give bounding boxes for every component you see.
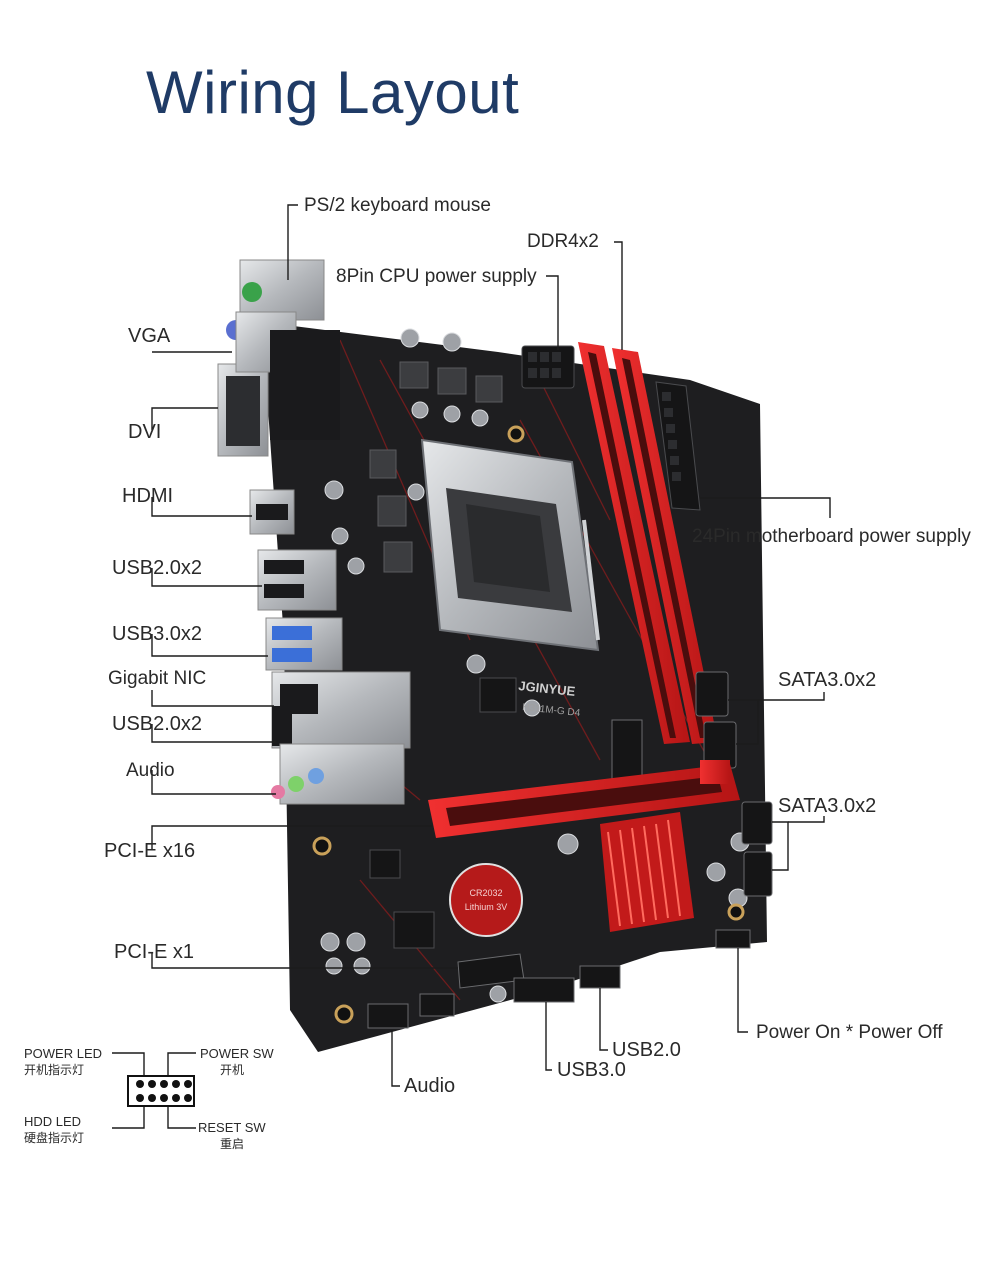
sata-connectors (695, 671, 773, 897)
cmos-battery: CR2032 Lithium 3V (449, 863, 523, 937)
vrm-chokes (369, 361, 503, 573)
label-power-sw-cn: 开机 (220, 1063, 244, 1077)
label-pcie1: PCI-E x1 (114, 941, 194, 963)
label-vga: VGA (128, 325, 171, 347)
chipset-heatsink (600, 812, 694, 932)
label-reset-sw-cn: 重启 (220, 1137, 244, 1151)
board-brand: JGINYUE (518, 678, 577, 699)
ic-chips (369, 677, 517, 949)
ddr4-slots (578, 342, 718, 744)
cpu-8pin-connector (521, 345, 575, 389)
front-panel-pinout: POWER LED 开机指示灯 POWER SW 开机 HDD LED 硬盘指示… (24, 1046, 274, 1151)
bottom-headers (367, 929, 751, 1029)
label-atx24: 24Pin motherboard power supply (692, 526, 971, 547)
rear-io (217, 259, 411, 805)
diagram-title: Wiring Layout (146, 59, 520, 126)
label-reset-sw: RESET SW (198, 1120, 266, 1135)
label-power-onoff: Power On * Power Off (756, 1022, 943, 1043)
label-pcie16: PCI-E x16 (104, 840, 195, 862)
battery-text-1: CR2032 (469, 888, 502, 898)
label-usb30-header: USB3.0 (557, 1059, 626, 1081)
label-nic: Gigabit NIC (108, 668, 206, 689)
motherboard: CR2032 Lithium 3V JGINYUE H311M-G D4 (217, 259, 773, 1052)
cpu-socket (420, 438, 600, 652)
label-usb20-header: USB2.0 (612, 1039, 681, 1061)
label-ps2: PS/2 keyboard mouse (304, 195, 491, 216)
label-hdmi: HDMI (122, 485, 173, 507)
label-power-led-cn: 开机指示灯 (24, 1062, 84, 1077)
label-sata-b: SATA3.0x2 (778, 795, 876, 817)
label-power-sw: POWER SW (200, 1046, 274, 1061)
label-usb30: USB3.0x2 (112, 623, 202, 645)
header-pins (136, 1080, 192, 1102)
label-usb20-b: USB2.0x2 (112, 713, 202, 735)
label-power-led: POWER LED (24, 1046, 102, 1061)
label-cpu-power: 8Pin CPU power supply (336, 266, 537, 287)
label-sata-a: SATA3.0x2 (778, 669, 876, 691)
leader-lines (151, 204, 831, 1087)
battery-text-2: Lithium 3V (465, 902, 508, 912)
mounting-holes (312, 425, 745, 1024)
label-usb20-a: USB2.0x2 (112, 557, 202, 579)
pcie-x16-slot (428, 760, 740, 838)
atx-24pin-connector (655, 381, 701, 511)
label-ddr4: DDR4x2 (527, 231, 599, 252)
label-audio-rear: Audio (126, 760, 175, 781)
label-audio-header: Audio (404, 1075, 455, 1097)
label-hdd-led: HDD LED (24, 1114, 81, 1129)
header-block (127, 1075, 195, 1107)
label-hdd-led-cn: 硬盘指示灯 (24, 1130, 84, 1145)
m2-slot (611, 719, 643, 781)
label-dvi: DVI (128, 421, 161, 443)
